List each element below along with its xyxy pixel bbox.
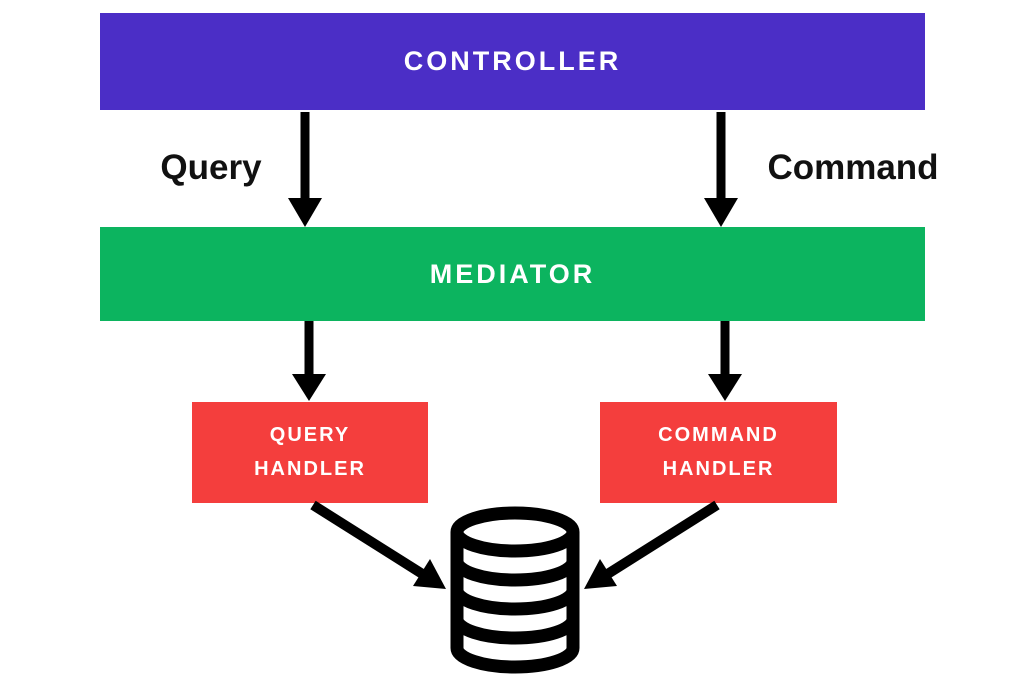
query-handler-label-line1: QUERY [269,424,351,446]
command-handler-label-line1: COMMAND [658,424,779,446]
command-edge-label: Command [767,148,939,187]
arrow-mediator-to-command-handler [708,321,742,401]
command-handler-label-line2: HANDLER [662,458,775,480]
query-handler-label-line2: HANDLER [254,458,366,480]
arrow-query-handler-to-database [310,500,446,589]
arrow-controller-to-mediator-command [704,112,738,227]
mediator-node: MEDIATOR [100,227,925,321]
command-handler-node: COMMAND HANDLER [600,402,837,503]
arrow-mediator-to-query-handler [292,321,326,401]
query-handler-node: QUERY HANDLER [192,402,428,503]
query-edge-label: Query [160,148,262,187]
arrow-controller-to-mediator-query [288,112,322,227]
mediator-label: MEDIATOR [429,258,596,289]
controller-node: CONTROLLER [100,13,925,110]
database-icon [450,506,580,674]
arrow-command-handler-to-database [584,500,720,589]
controller-label: CONTROLLER [403,46,622,76]
